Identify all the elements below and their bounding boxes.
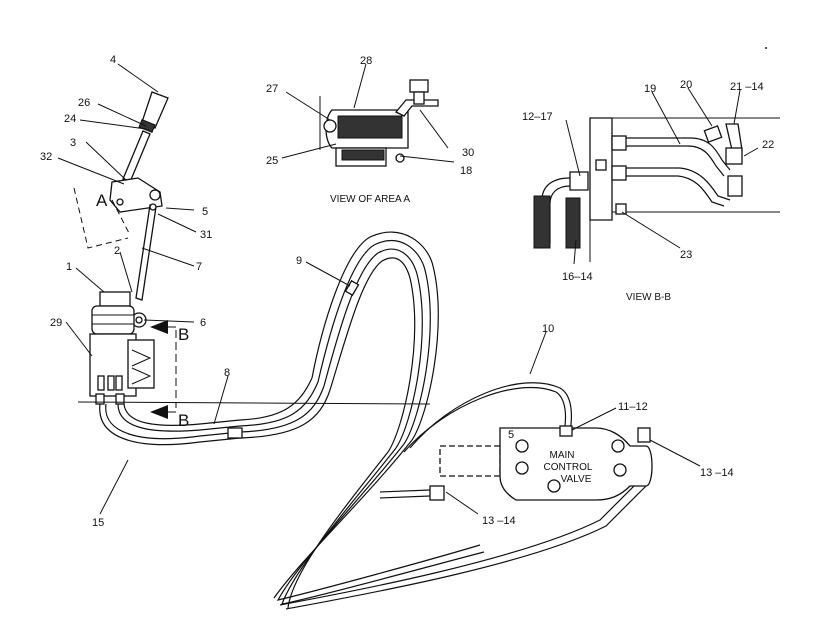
callout-24: 24 [64, 113, 76, 125]
support-outline-2 [111, 199, 131, 236]
callout-32: 32 [40, 151, 52, 163]
callout-7: 7 [196, 261, 202, 273]
valve-label-line3: VALVE [561, 474, 592, 485]
hose-fitting-13-14 [429, 485, 445, 501]
rod-end-lower-pin [135, 316, 143, 324]
view-b-b [533, 117, 780, 262]
callout-10: 10 [542, 323, 554, 335]
callout-11-12: 11–12 [618, 401, 648, 413]
pivot-pin [149, 189, 161, 201]
callout-29: 29 [50, 317, 62, 329]
fitting-3 [115, 375, 123, 391]
bushing-shaded [337, 115, 403, 139]
valve-fitting-top [559, 425, 573, 437]
caption-view-b-b: VIEW B-B [626, 292, 671, 303]
callout-3: 3 [70, 137, 76, 149]
control-lever-assembly [73, 91, 431, 419]
section-arrow-top [150, 320, 168, 334]
callout-26: 26 [78, 97, 90, 109]
callout-25: 25 [266, 155, 278, 167]
fitting-2 [107, 375, 115, 391]
hose-clamp-lower [227, 427, 243, 439]
callout-23: 23 [680, 249, 692, 261]
valve-fitting-right [637, 427, 651, 443]
callout-13-14-right: 13 –14 [700, 467, 734, 479]
callout-4: 4 [110, 54, 116, 66]
section-letter-b-bottom: B [178, 411, 189, 430]
linkage-rod [135, 204, 157, 301]
hose-end-left [533, 195, 551, 249]
callout-12-17: 12–17 [522, 111, 553, 123]
valve-label-line2: CONTROL [544, 462, 593, 473]
valve-side-block [127, 339, 155, 389]
bushing-lower-shaded [341, 149, 385, 161]
callout-28: 28 [360, 55, 372, 67]
callout-27: 27 [266, 83, 278, 95]
callout-2: 2 [114, 245, 120, 257]
hose-routing [99, 231, 647, 610]
callout-5: 5 [202, 206, 208, 218]
section-letter-a: A [96, 191, 108, 210]
leader-lines [57, 63, 759, 515]
callout-15: 15 [92, 517, 104, 529]
callout-21-14: 21 –14 [730, 81, 764, 93]
rod-end-upper [149, 203, 157, 211]
callout-6: 6 [200, 317, 206, 329]
callout-19: 19 [644, 83, 656, 95]
hose-clamp-upper [344, 279, 360, 297]
hose-end-right [565, 197, 581, 249]
callout-13-14-lower: 13 –14 [482, 515, 516, 527]
fitting-1 [97, 375, 105, 391]
callout-18: 18 [460, 165, 472, 177]
callout-31: 31 [200, 229, 212, 241]
callout-8: 8 [224, 367, 230, 379]
callout-16-14: 16–14 [562, 271, 593, 283]
main-control-valve: MAIN CONTROL VALVE [439, 425, 653, 501]
callout-20: 20 [680, 79, 692, 91]
callout-1: 1 [66, 261, 72, 273]
section-letter-b-top: B [178, 325, 189, 344]
valve-label-line1: MAIN [550, 450, 575, 461]
fitting-5 [115, 393, 125, 405]
callout-labels: 4 26 24 32 3 5 31 2 7 1 29 6 8 15 9 10 1… [40, 54, 774, 529]
callout-22: 22 [762, 139, 774, 151]
callout-30: 30 [462, 147, 474, 159]
section-arrow-bottom [150, 405, 168, 419]
floor-line [77, 401, 431, 405]
lever-rod [122, 130, 151, 183]
speck [765, 47, 767, 49]
valve-boot [91, 305, 135, 335]
pivot-bolt [116, 198, 124, 206]
lever-knob [141, 91, 169, 129]
support-outline [73, 187, 129, 249]
bolt-head [409, 79, 429, 93]
valve-cap [99, 291, 131, 307]
callout-9: 9 [296, 255, 302, 267]
callout-5-valve: 5 [508, 429, 514, 441]
view-of-area-a [319, 79, 439, 167]
valve-dashed-body [439, 445, 501, 477]
caption-view-area-a: VIEW OF AREA A [330, 194, 410, 205]
